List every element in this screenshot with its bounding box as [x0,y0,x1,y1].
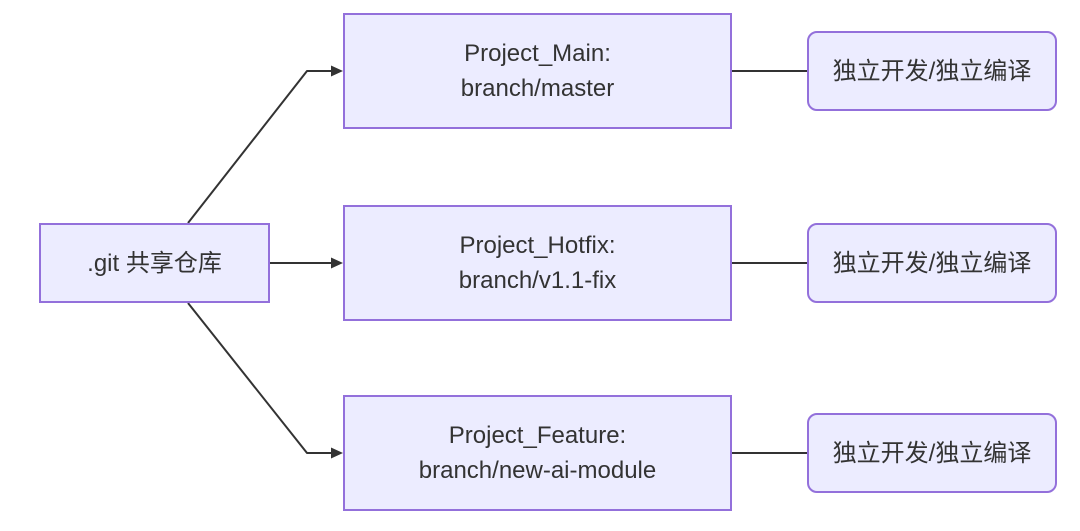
node-project-main: Project_Main: branch/master [343,13,732,129]
node-note-hotfix: 独立开发/独立编译 [807,223,1057,303]
arrowhead-hotfix-icon [331,257,343,269]
project-title: Project_Feature: [448,422,627,449]
node-project-hotfix: Project_Hotfix: branch/v1.1-fix [343,205,732,321]
project-branch: branch/new-ai-module [418,457,657,484]
node-note-feature: 独立开发/独立编译 [807,413,1057,493]
project-branch: branch/master [460,75,615,102]
note-label: 独立开发/独立编译 [832,439,1032,467]
arrowhead-main-icon [331,65,343,77]
note-label: 独立开发/独立编译 [832,249,1032,277]
node-project-feature: Project_Feature: branch/new-ai-module [343,395,732,511]
node-git-repo: .git 共享仓库 [39,223,270,303]
node-git-repo-label: .git 共享仓库 [87,249,222,277]
node-note-main: 独立开发/独立编译 [807,31,1057,111]
project-title: Project_Hotfix: [459,232,616,259]
edge-root-to-main [187,70,331,224]
project-title: Project_Main: [464,40,611,67]
arrowhead-feature-icon [331,447,343,459]
note-label: 独立开发/独立编译 [832,57,1032,85]
project-branch: branch/v1.1-fix [458,267,617,294]
edge-root-to-feature [187,302,331,454]
